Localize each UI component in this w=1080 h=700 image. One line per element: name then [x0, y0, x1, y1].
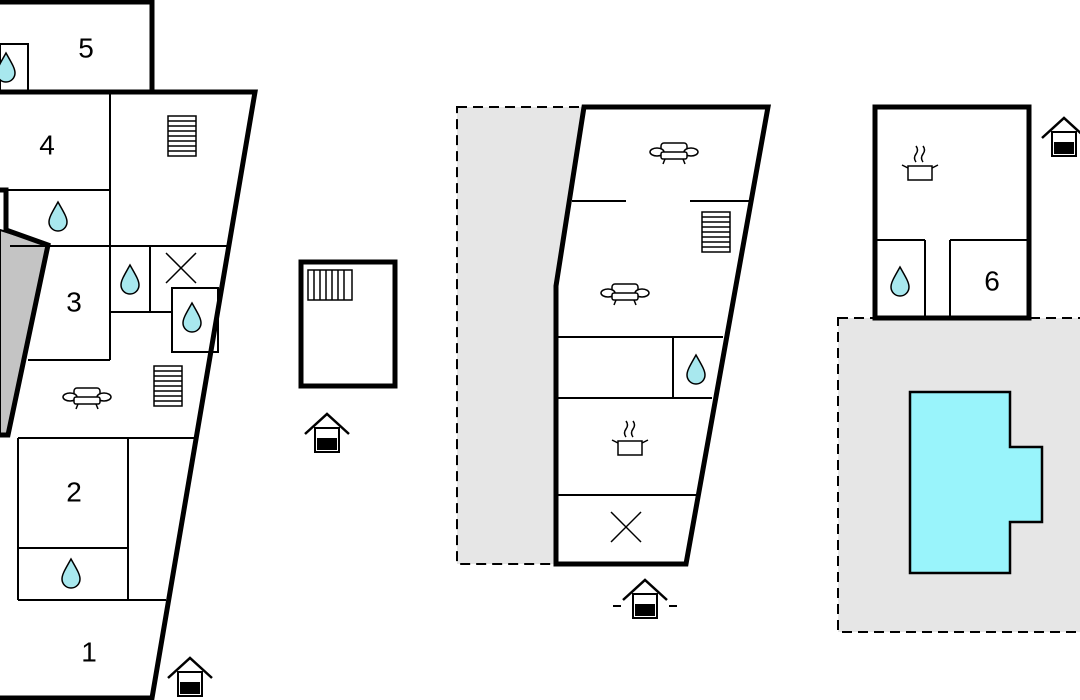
entrance-house-icon — [1040, 116, 1080, 158]
swimming-pool — [908, 390, 1044, 575]
entrance-house-icon — [303, 412, 351, 454]
room-label-5: 5 — [78, 33, 94, 64]
water-drop-icon — [61, 558, 81, 589]
small-building — [298, 259, 398, 454]
staircase-icon — [167, 115, 197, 157]
right-building: 6 — [837, 104, 1080, 633]
center-building — [456, 104, 771, 620]
room-label-4: 4 — [39, 130, 55, 161]
water-drop-icon — [120, 264, 140, 295]
left-building: 5 4 3 2 1 — [0, 0, 258, 700]
cross-icon — [165, 252, 197, 284]
water-drop-icon — [182, 302, 202, 333]
room-5-outline — [0, 0, 155, 92]
staircase-icon — [153, 365, 183, 407]
main-outline — [0, 89, 258, 700]
sofa-icon — [62, 387, 112, 410]
water-drop-icon — [0, 52, 16, 83]
kitchen-pot-icon — [901, 145, 939, 181]
staircase-icon — [701, 211, 731, 253]
entrance-house-icon — [166, 656, 214, 698]
entrance-house-icon — [621, 578, 669, 620]
water-drop-icon — [48, 201, 68, 232]
grey-side-wall — [0, 228, 50, 436]
terrace-area — [456, 106, 586, 565]
room-label-6: 6 — [984, 266, 1000, 297]
room-label-1: 1 — [81, 637, 97, 668]
water-drop-icon — [890, 266, 910, 297]
room-label-3: 3 — [66, 287, 82, 318]
room-label-2: 2 — [66, 477, 82, 508]
